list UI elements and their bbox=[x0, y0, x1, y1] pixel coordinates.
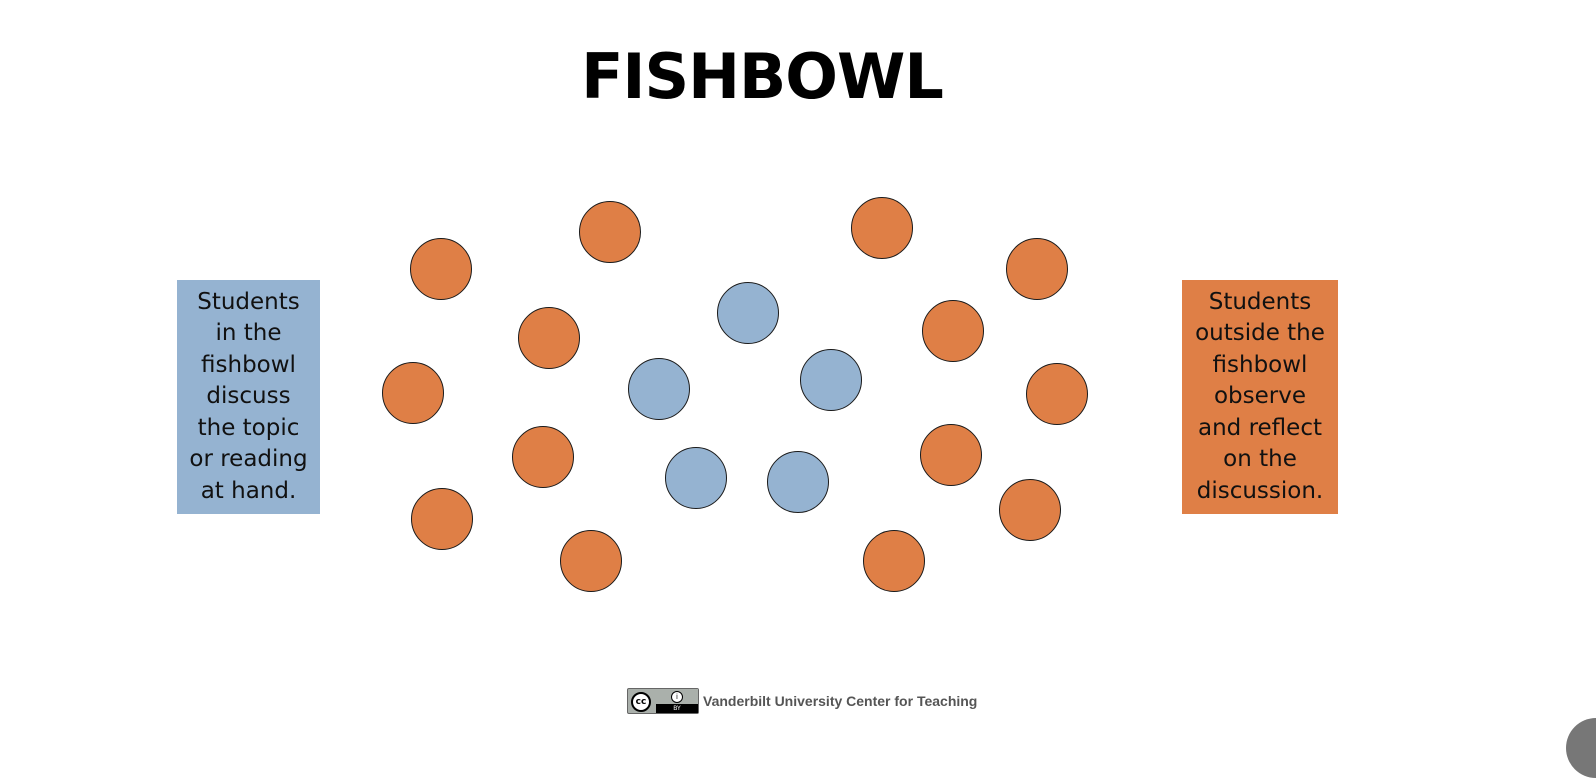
inner-description-line: at hand. bbox=[200, 477, 297, 504]
outer-description-line: discussion. bbox=[1196, 477, 1324, 504]
attribution-person-icon: i bbox=[671, 690, 683, 703]
outer-description-line: Students bbox=[1208, 288, 1312, 315]
diagram-title: FISHBOWL bbox=[581, 40, 944, 113]
outer-description-line: on the bbox=[1223, 446, 1297, 473]
corner-decoration bbox=[1566, 718, 1596, 778]
outer-seat bbox=[1026, 363, 1088, 425]
outer-seat bbox=[922, 300, 984, 362]
inner-description-line: or reading bbox=[189, 446, 308, 473]
attribution-text: Vanderbilt University Center for Teachin… bbox=[703, 693, 978, 709]
outer-seat bbox=[411, 488, 473, 550]
inner-circle-description: Students in the fishbowl discuss the top… bbox=[177, 280, 320, 514]
outer-seat bbox=[1006, 238, 1068, 300]
inner-description-line: the topic bbox=[197, 414, 300, 441]
outer-seat bbox=[920, 424, 982, 486]
outer-seat bbox=[518, 307, 580, 369]
outer-seat bbox=[999, 479, 1061, 541]
inner-description-line: Students bbox=[197, 288, 300, 315]
outer-seat bbox=[382, 362, 444, 424]
inner-seat bbox=[800, 349, 862, 411]
inner-seat bbox=[717, 282, 779, 344]
inner-description-line: discuss bbox=[206, 383, 291, 410]
outer-circle-description: Students outside the fishbowl observe an… bbox=[1182, 280, 1338, 514]
inner-description-line: in the bbox=[215, 320, 282, 347]
by-label: BY bbox=[656, 704, 698, 713]
outer-description-line: outside the bbox=[1195, 320, 1325, 347]
outer-seat bbox=[851, 197, 913, 259]
outer-description-line: observe bbox=[1213, 383, 1307, 410]
outer-description-line: and reflect bbox=[1198, 414, 1322, 441]
attribution-footer: cc i BY Vanderbilt University Center for… bbox=[627, 688, 977, 714]
outer-seat bbox=[863, 530, 925, 592]
outer-seat bbox=[410, 238, 472, 300]
inner-seat bbox=[665, 447, 727, 509]
cc-icon: cc bbox=[631, 692, 651, 712]
outer-seat bbox=[579, 201, 641, 263]
outer-seat bbox=[560, 530, 622, 592]
outer-description-line: fishbowl bbox=[1212, 351, 1308, 378]
inner-description-line: fishbowl bbox=[201, 351, 296, 378]
inner-seat bbox=[628, 358, 690, 420]
outer-seat bbox=[512, 426, 574, 488]
cc-by-license-icon: cc i BY bbox=[627, 688, 699, 714]
inner-seat bbox=[767, 451, 829, 513]
